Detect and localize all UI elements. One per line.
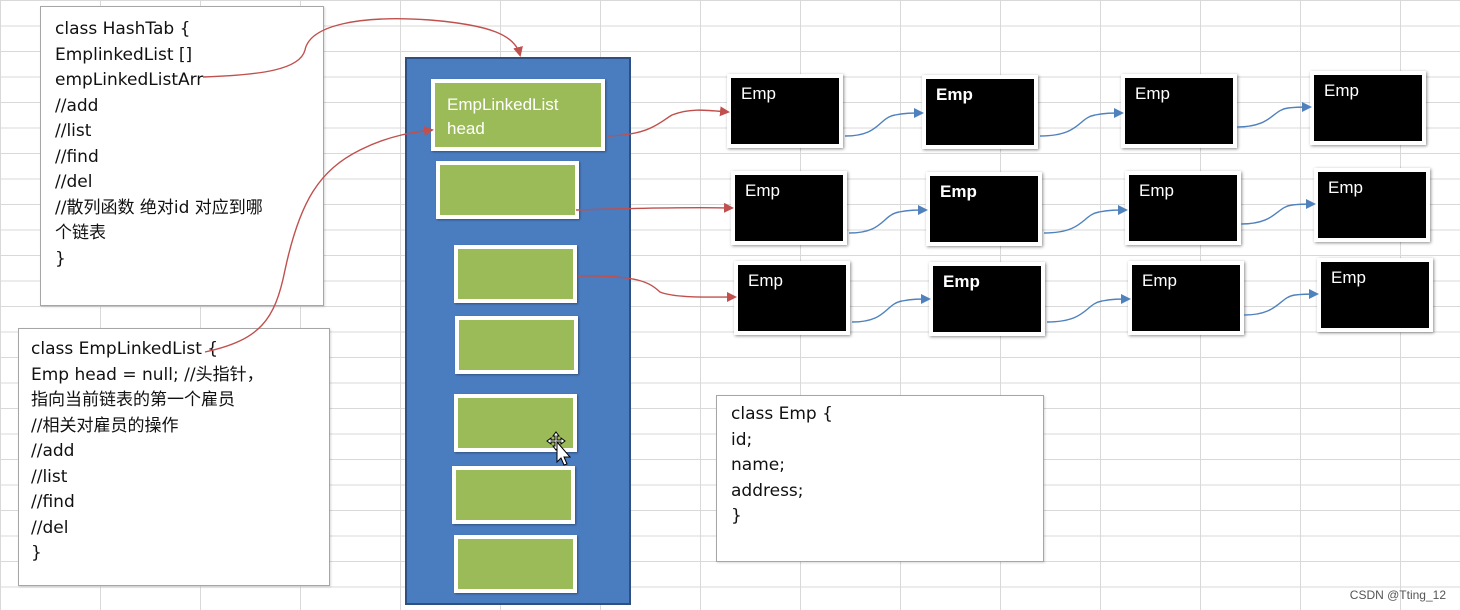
emplinkedlist-class-box: class EmpLinkedList { Emp head = null; /… [18,328,330,586]
array-slot [454,535,577,593]
code-line: //相关对雇员的操作 [31,415,179,436]
emp-node: Emp [929,262,1045,336]
code-line: //add [55,95,99,116]
red-arrow [204,125,434,353]
emp-node-label: Emp [936,85,973,104]
code-line: } [55,248,66,269]
emp-node-label: Emp [1324,81,1359,100]
hashtab-class-box: class HashTab { EmplinkedList [] empLink… [40,6,324,306]
code-line: //add [31,441,75,461]
array-slot [454,245,577,303]
code-line: id; [731,429,753,450]
emp-node-label: Emp [745,181,780,200]
red-arrow [577,275,737,303]
code-line: class HashTab { [55,19,191,39]
emp-node-label: Emp [1328,178,1363,197]
blue-arrow [844,108,924,137]
slot-label-line: head [447,119,485,138]
code-line: name; [731,455,785,475]
emp-node: Emp [1310,71,1426,145]
code-line: //散列函数 绝对id 对应到哪 [55,197,263,218]
move-cursor-icon [546,431,572,466]
code-line: //del [55,172,93,192]
blue-arrow [1039,108,1124,137]
blue-arrow [1236,102,1312,128]
emp-node-label: Emp [1331,268,1366,287]
code-line: } [731,506,742,526]
emp-class-box: class Emp { id; name; address; } [716,395,1044,562]
blue-arrow [1243,289,1319,316]
watermark: CSDN @Tting_12 [1349,588,1446,602]
emp-node-label: Emp [943,272,980,291]
emp-node: Emp [926,172,1042,246]
red-arrow [607,106,730,137]
blue-arrow [851,294,931,323]
red-arrow [202,18,523,78]
array-slot-head: EmpLinkedList head [431,79,605,151]
emp-node: Emp [727,74,843,148]
code-line: //list [55,121,92,141]
code-line: EmplinkedList [] [55,44,193,65]
code-line: address; [731,480,804,501]
array-slot [452,466,575,524]
array-slot [436,161,579,219]
blue-arrow [848,205,928,234]
emp-node-label: Emp [748,271,783,290]
red-arrow [575,202,734,213]
blue-arrow [1240,199,1316,225]
emp-node: Emp [1314,168,1430,242]
code-line: //list [31,466,68,487]
array-slot [455,316,578,374]
emp-node-label: Emp [1139,181,1174,200]
code-line: 个链表 [55,223,106,243]
emp-node-label: Emp [1135,84,1170,103]
code-line: 指向当前链表的第一个雇员 [31,390,235,410]
slot-label-line: EmpLinkedList [447,95,559,114]
emp-node: Emp [1125,171,1241,245]
code-line: empLinkedListArr [55,70,204,90]
code-line: //del [31,517,69,538]
code-line: //find [55,146,99,167]
code-line: Emp head = null; //头指针， [31,364,264,385]
emp-node: Emp [1317,258,1433,332]
code-line: class Emp { [731,404,833,424]
blue-arrow [1046,294,1131,323]
code-line: //find [31,492,75,512]
emp-node-label: Emp [940,182,977,201]
code-line: } [31,543,42,563]
code-line: class EmpLinkedList { [31,339,219,359]
emp-node: Emp [922,75,1038,149]
emp-node: Emp [1128,261,1244,335]
slot-label: EmpLinkedList head [447,93,559,141]
emp-node-label: Emp [1142,271,1177,290]
emp-node-label: Emp [741,84,776,103]
blue-arrow [1043,205,1128,234]
